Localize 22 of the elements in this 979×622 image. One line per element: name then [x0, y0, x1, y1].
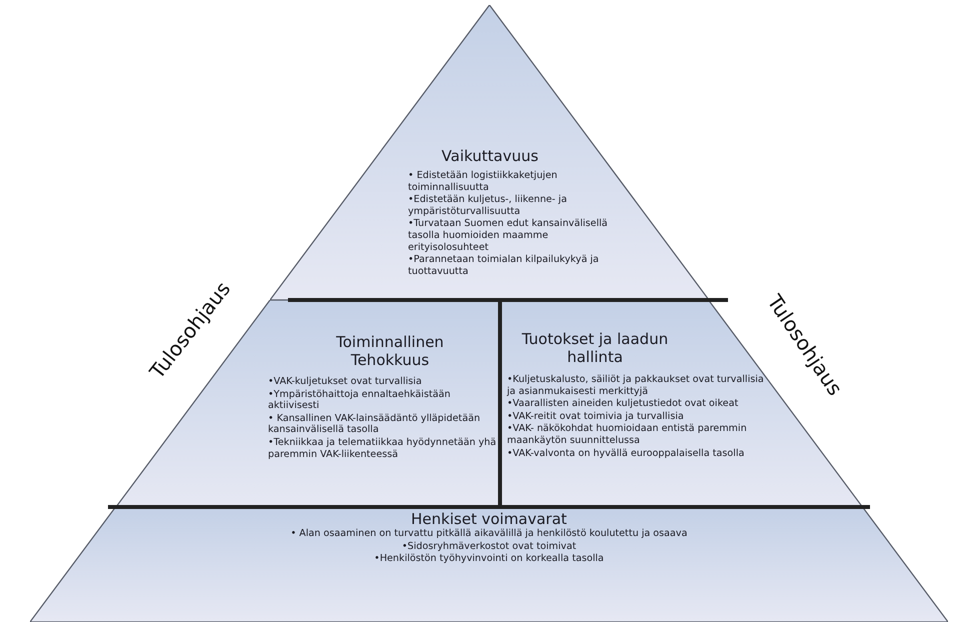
bullet-text: •VAK-valvonta on hyvällä eurooppalaisella tasolla [507, 448, 746, 460]
bullet-text: •Sidosryhmäverkostot ovat toimivat [400, 540, 578, 552]
bullet-text: •Edistetään kuljetus-, liikenne- ja ympäristöturvallisuutta [408, 194, 568, 218]
bullet-text: • Kansallinen VAK-lainsäädäntö ylläpidetään kansainvälisellä tasolla [268, 412, 482, 436]
pyramid-tier [270, 5, 708, 300]
bullet-text: •VAK- näkökohdat huomioidaan entistä paremmin maankäytön suunnittelussa [507, 423, 748, 447]
tier-heading: Vaikuttavuus [440, 147, 540, 165]
bullet-text: •VAK-kuljetukset ovat turvallisia [268, 376, 423, 388]
bullet-text: •Vaarallisten aineiden kuljetustiedot ovat oikeat [507, 398, 740, 410]
bullet-text: •Henkilöstön työhyvinvointi on korkealla tasolla [373, 553, 605, 565]
bullet-text: •VAK-reitit ovat toimivia ja turvallisia [507, 410, 685, 422]
bullet-text: •Parannetaan toimialan kilpailukykyä ja tuottavuutta [408, 254, 600, 278]
bullet-text: • Alan osaaminen on turvattu pitkällä aikavälillä ja henkilöstö koulutettu ja osaava [290, 528, 688, 540]
bullet-text: •Turvataan Suomen edut kansainvälisellä tasolla huomioiden maamme erityisolosuhteet [408, 218, 609, 254]
bullet-text: •Ympäristöhaittoja ennaltaehkäistään aktiivisesti [268, 388, 452, 412]
bullet-text: • Edistetään logistiikkaketjujen toiminnallisuutta [408, 170, 558, 194]
bullet-text: •Tekniikkaa ja telematiikkaa hyödynnetään yhä paremmin VAK-liikenteessä [268, 436, 498, 460]
tier-heading: Henkiset voimavarat [410, 510, 568, 528]
pyramid-tier [30, 507, 948, 622]
tier-heading: Tuotokset ja laadun hallinta [520, 330, 670, 366]
bullet-text: •Kuljetuskalusto, säiliöt ja pakkaukset ovat turvallisia ja asianmukaisesti merkittyjä [507, 374, 765, 398]
tier-heading: Toiminnallinen Tehokkuus [335, 333, 445, 369]
